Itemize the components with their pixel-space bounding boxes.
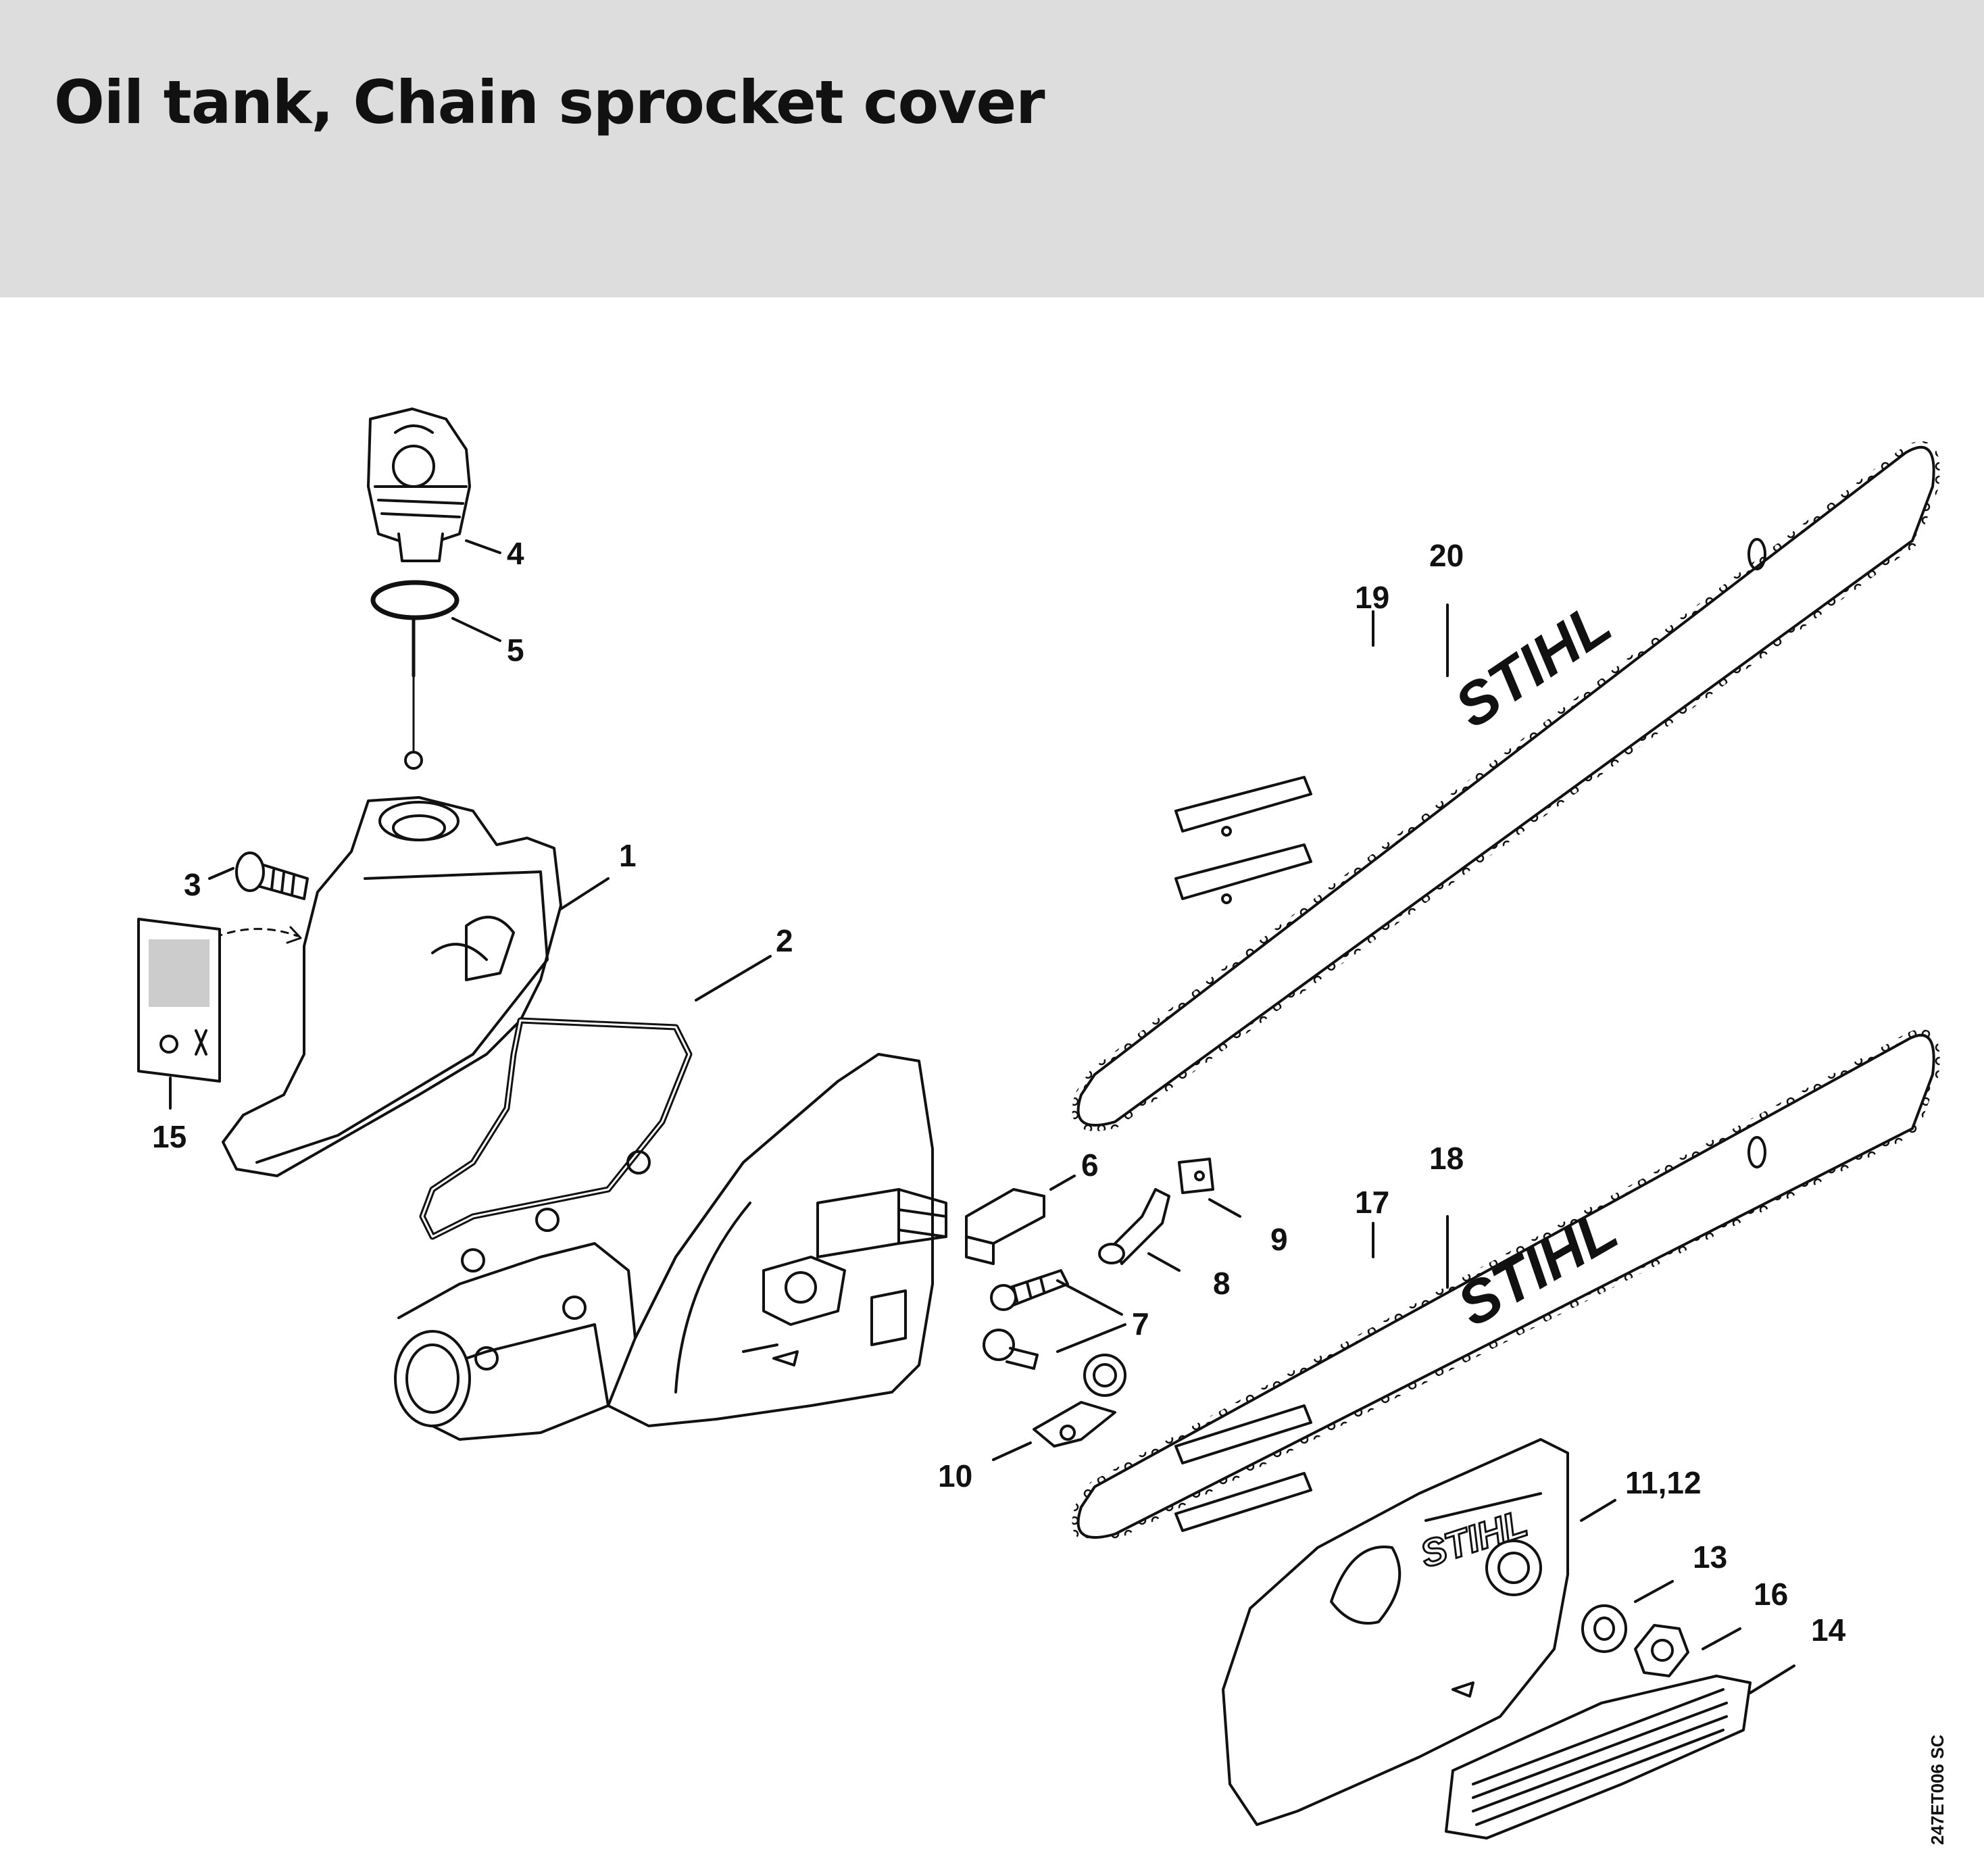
chain-catcher-part <box>965 1188 1045 1265</box>
callout-1: 1 <box>619 838 637 873</box>
guide-bar-lower <box>1072 1029 1940 1544</box>
tensioning-screw-part <box>983 1269 1069 1370</box>
callout-18: 18 <box>1429 1141 1464 1176</box>
header-band: Oil tank, Chain sprocket cover <box>0 0 1984 297</box>
decal-part <box>137 918 221 1083</box>
callout-15: 15 <box>152 1119 187 1154</box>
warning-plate-part <box>1445 1675 1752 1840</box>
page-title: Oil tank, Chain sprocket cover <box>54 68 1045 137</box>
callout-14: 14 <box>1811 1612 1846 1648</box>
exploded-parts-diagram: STIHL STIHL STIHL 1 2 3 4 5 6 7 8 9 10 1… <box>137 408 1940 1840</box>
callout-16: 16 <box>1754 1577 1788 1612</box>
document-id: 247ET006 SC <box>1927 1734 1948 1845</box>
callout-10: 10 <box>938 1458 972 1494</box>
o-ring-part <box>370 580 460 770</box>
guide-bar-upper <box>1072 441 1940 1131</box>
callout-17: 17 <box>1355 1185 1389 1220</box>
callout-5: 5 <box>507 633 524 668</box>
callout-7: 7 <box>1132 1306 1149 1341</box>
callout-4: 4 <box>507 536 524 571</box>
gearbox-housing <box>394 1053 947 1441</box>
tensioner-part <box>1033 1354 1126 1448</box>
callout-20: 20 <box>1429 538 1464 573</box>
oil-cap-part <box>367 408 471 562</box>
callout-11-12: 11,12 <box>1625 1465 1702 1500</box>
bolt-part <box>235 851 309 900</box>
gasket-part <box>419 1017 693 1240</box>
callout-19: 19 <box>1355 580 1389 615</box>
callout-2: 2 <box>776 923 793 958</box>
callout-3: 3 <box>184 867 201 902</box>
leader-lines <box>169 539 1795 1694</box>
clip-part <box>1098 1188 1170 1265</box>
callout-8: 8 <box>1213 1266 1231 1301</box>
oil-tank-part <box>201 796 562 1177</box>
sprocket-cover-part <box>1222 1438 1569 1826</box>
callout-6: 6 <box>1081 1147 1099 1183</box>
nut-part <box>1634 1624 1689 1677</box>
collar-nut-part <box>1581 1604 1627 1653</box>
slide-part <box>1178 1158 1214 1194</box>
callout-13: 13 <box>1693 1539 1727 1575</box>
callout-9: 9 <box>1270 1222 1288 1257</box>
